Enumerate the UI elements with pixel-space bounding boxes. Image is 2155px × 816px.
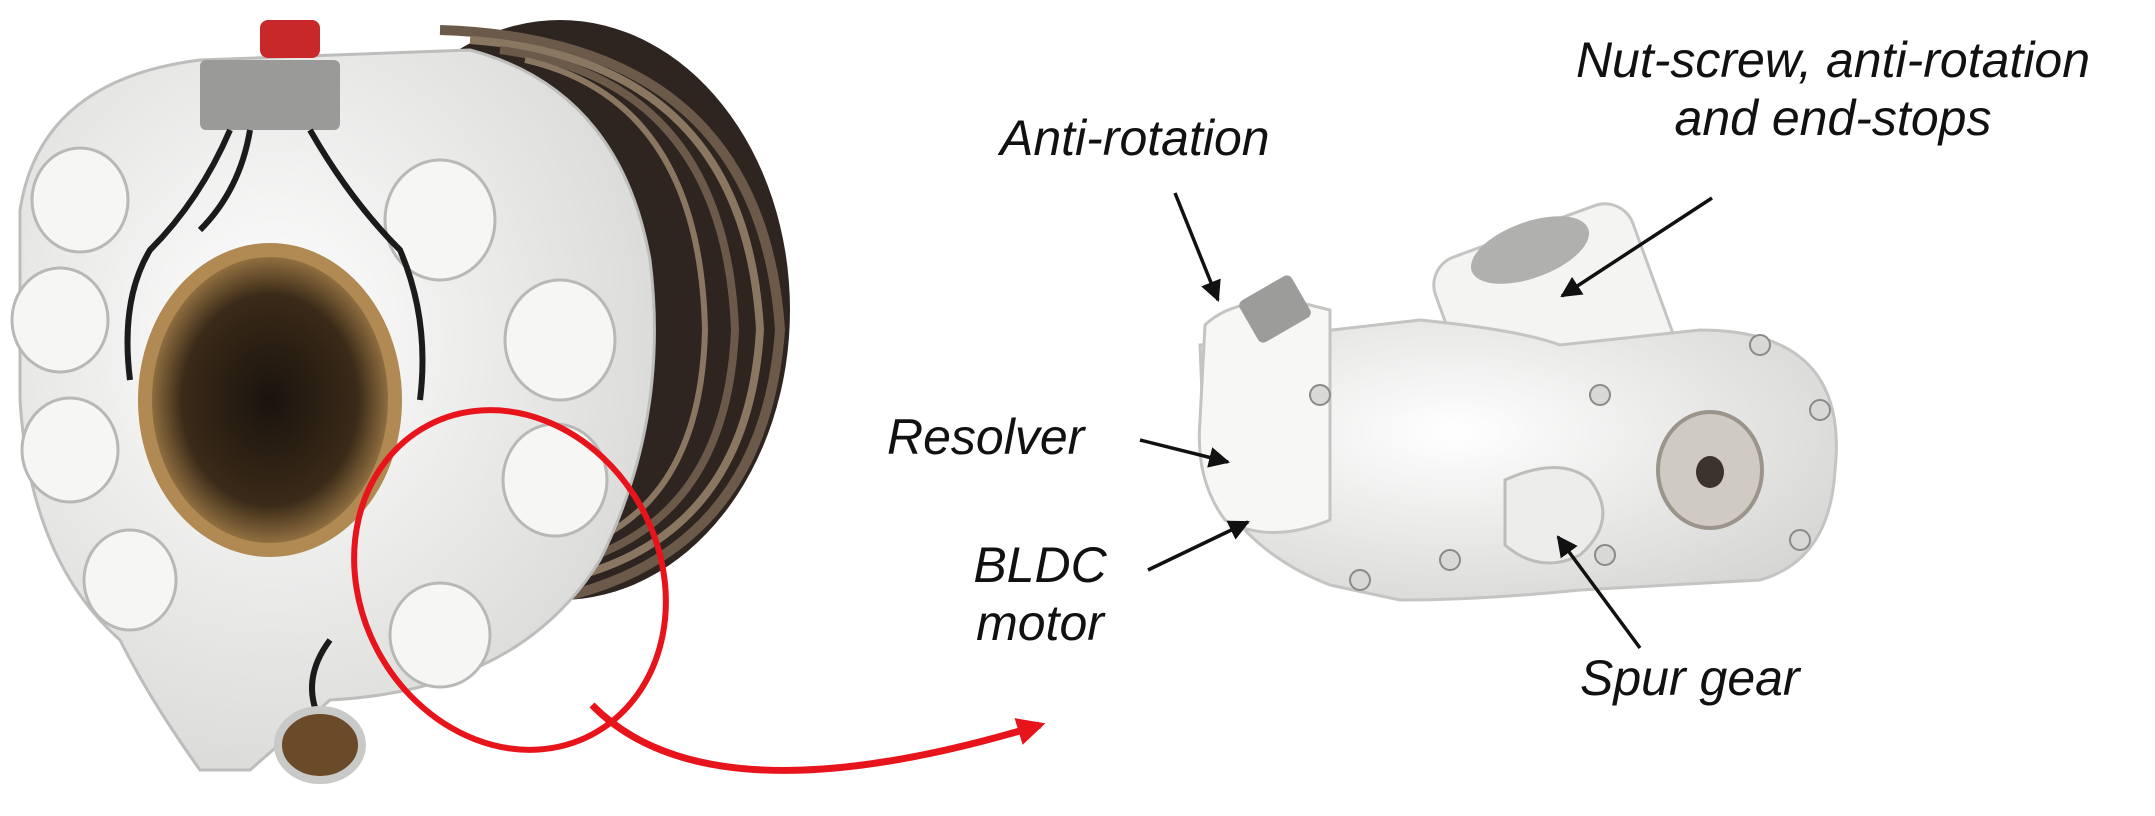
label-nut-screw: Nut-screw, anti-rotation and end-stops <box>1518 32 2148 147</box>
label-nut-screw-line1: Nut-screw, anti-rotation <box>1575 32 2091 88</box>
ema-detail-photo <box>1197 202 1838 602</box>
label-bldc-line2: motor <box>976 594 1104 651</box>
bottom-fitting <box>274 706 366 784</box>
spur-gear-arrow <box>1556 535 1642 650</box>
central-bore <box>138 243 402 557</box>
brake-assembly-photo <box>10 20 790 784</box>
resolver-arrow <box>1139 438 1231 468</box>
highlight-ellipse <box>351 407 669 753</box>
label-nut-screw-line2: and end-stops <box>1674 89 1992 146</box>
anti-rotation-arrow <box>1173 192 1221 302</box>
label-resolver: Resolver <box>887 409 1085 465</box>
label-bldc-line1: BLDC <box>973 537 1107 593</box>
actuator-pods <box>10 146 617 689</box>
label-anti-rotation: Anti-rotation <box>1000 110 1270 166</box>
spur-gear-cover <box>1503 466 1605 565</box>
callout-arrow <box>589 702 1046 774</box>
gear-housing <box>1198 318 1838 602</box>
connector-block <box>200 60 340 130</box>
label-bldc-motor: BLDC motor <box>960 537 1120 652</box>
housing-bolts <box>1309 334 1831 591</box>
nut-screw-arrow <box>1560 196 1713 298</box>
pointer-arrows <box>1139 192 1713 650</box>
cabling <box>124 128 426 722</box>
bldc-motor-arrow <box>1147 520 1250 572</box>
label-spur-gear: Spur gear <box>1580 650 1800 706</box>
